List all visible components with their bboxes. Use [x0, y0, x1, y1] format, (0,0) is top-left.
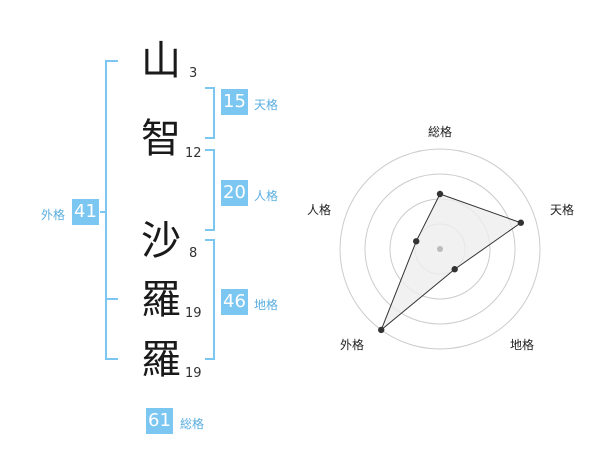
kakusuu-brackets — [100, 60, 215, 360]
tenkaku-bracket — [205, 87, 215, 139]
gaikaku-value: 41 — [72, 199, 99, 225]
stroke-count-4: 19 — [185, 306, 202, 321]
stroke-count-2: 12 — [185, 146, 202, 161]
tenkaku-value: 15 — [221, 89, 248, 115]
stroke-count-3: 8 — [189, 246, 198, 261]
radar-ring-3 — [364, 173, 516, 325]
radar-label-tenkaku: 天格 — [550, 203, 575, 217]
gaikaku-label: 外格 — [41, 208, 66, 222]
radar-point-4 — [378, 326, 385, 334]
gaikaku-bracket — [105, 60, 118, 360]
radar-center-dot — [437, 246, 443, 252]
name-char-5: 羅 — [141, 337, 181, 383]
radar-label-soukaku: 総格 — [428, 125, 453, 139]
radar-point-5 — [413, 238, 420, 245]
soukaku-label: 総格 — [180, 417, 205, 431]
chikaku-label: 地格 — [254, 298, 279, 312]
chikaku-bracket — [205, 239, 215, 360]
jinkaku-value: 20 — [221, 180, 248, 206]
radar-point-3 — [451, 266, 458, 273]
radar-label-chikaku: 地格 — [510, 338, 535, 352]
stroke-count-5: 19 — [185, 366, 202, 381]
jinkaku-label: 人格 — [254, 189, 279, 203]
name-char-4: 羅 — [141, 277, 181, 323]
radar-chart — [339, 148, 541, 350]
chikaku-value: 46 — [221, 289, 248, 315]
radar-point-1 — [436, 190, 444, 198]
tenkaku-label: 天格 — [254, 98, 279, 112]
name-char-3: 沙 — [141, 218, 181, 264]
radar-ring-4 — [339, 148, 541, 350]
name-char-1: 山 — [141, 38, 181, 84]
radar-label-gaikaku: 外格 — [340, 338, 365, 352]
radar-series-polygon — [380, 193, 522, 331]
name-char-2: 智 — [141, 116, 181, 162]
jinkaku-bracket — [205, 149, 215, 231]
radar-label-jinkaku: 人格 — [307, 203, 332, 217]
soukaku-value: 61 — [146, 408, 173, 434]
stroke-count-1: 3 — [189, 66, 198, 81]
radar-point-2 — [517, 219, 525, 226]
